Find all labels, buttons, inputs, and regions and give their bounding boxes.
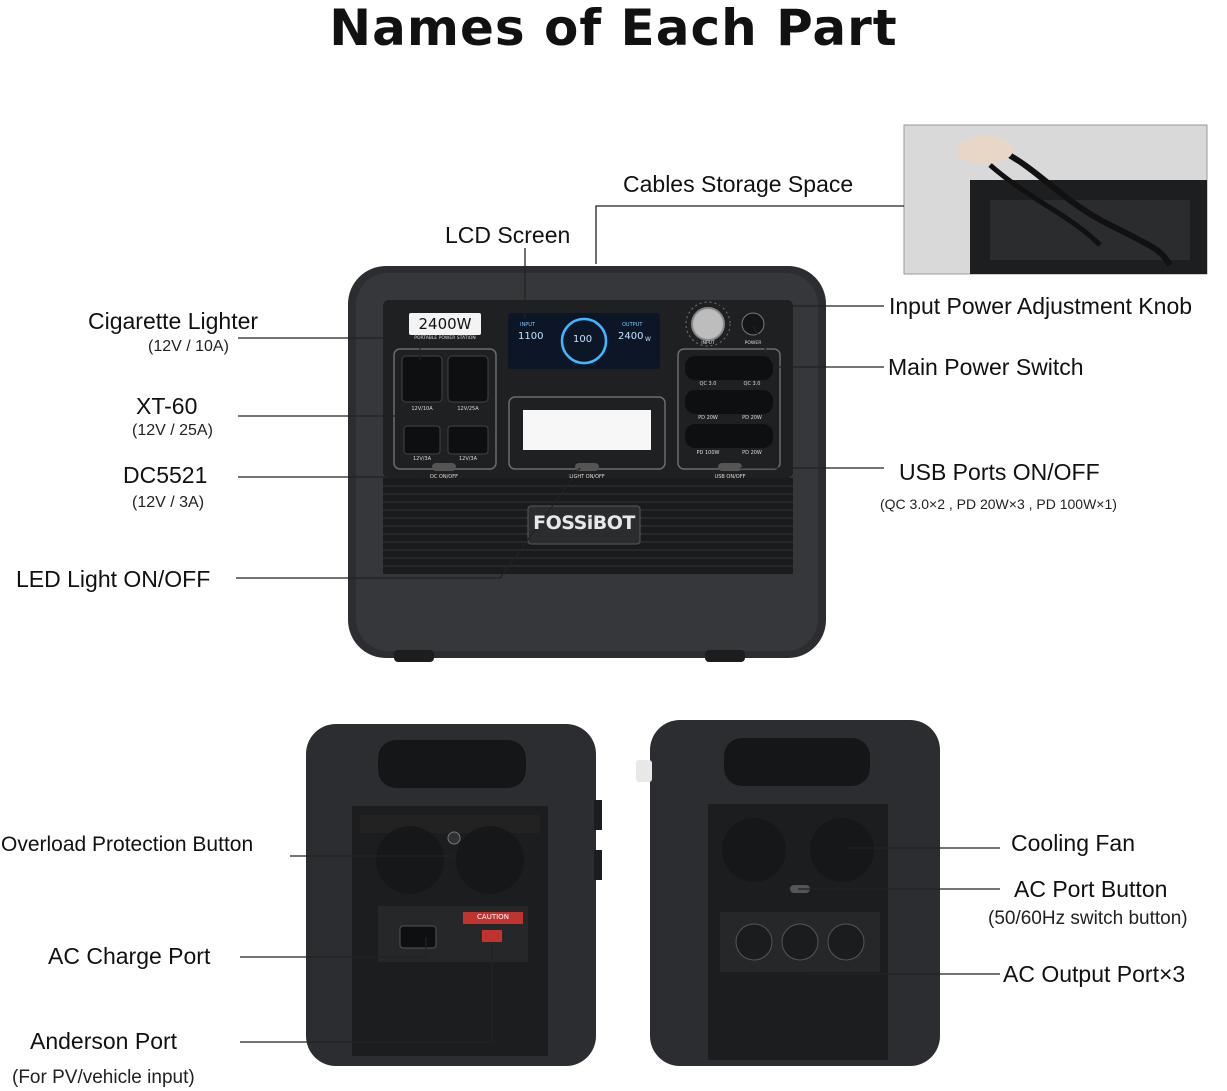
main-unit-front — [348, 266, 826, 662]
spec-cigarette-lighter: (12V / 10A) — [148, 338, 229, 355]
pd20-label-3: PD 20W — [742, 450, 762, 456]
spec-anderson: (For PV/vehicle input) — [12, 1067, 195, 1088]
dc-onoff-label: DC ON/OFF — [430, 474, 458, 480]
port-label-12v10a: 12V/10A — [411, 406, 433, 412]
rear-unit-left — [306, 724, 602, 1066]
lcd-percent: 100 — [573, 334, 593, 345]
label-led-light: LED Light ON/OFF — [16, 566, 211, 592]
pd100-label: PD 100W — [696, 450, 720, 456]
light-onoff-label: LIGHT ON/OFF — [569, 474, 605, 480]
label-ac-port-button: AC Port Button — [1014, 876, 1168, 902]
lcd-input-value: 1100 — [518, 331, 544, 342]
pd20-label-1: PD 20W — [698, 415, 718, 421]
label-input-knob: Input Power Adjustment Knob — [889, 293, 1193, 319]
badge-subtitle: PORTABLE POWER STATION — [414, 336, 476, 341]
label-cooling-fan: Cooling Fan — [1011, 830, 1136, 856]
label-overload: Overload Protection Button — [1, 833, 254, 856]
label-anderson: Anderson Port — [30, 1028, 178, 1054]
qc30-label-1: QC 3.0 — [699, 381, 717, 387]
cable-storage-photo — [903, 124, 1208, 275]
label-cigarette-lighter: Cigarette Lighter — [88, 308, 259, 334]
label-cables-storage: Cables Storage Space — [623, 171, 854, 197]
power-label: POWER — [744, 341, 762, 346]
label-lcd-screen: LCD Screen — [445, 222, 571, 248]
label-ac-charge: AC Charge Port — [48, 943, 211, 969]
label-ac-output: AC Output Port×3 — [1003, 961, 1186, 987]
lcd-input-label: INPUT — [520, 322, 535, 328]
spec-xt60: (12V / 25A) — [132, 422, 213, 439]
lcd-output-value: 2400 — [618, 331, 644, 342]
rear-unit-right — [636, 720, 940, 1066]
spec-ac-port-button: (50/60Hz switch button) — [988, 908, 1188, 929]
lcd-output-label: OUTPUT — [622, 322, 643, 328]
usb-onoff-label: USB ON/OFF — [714, 474, 746, 480]
spec-usb-ports: (QC 3.0×2 , PD 20W×3 , PD 100W×1) — [880, 496, 1117, 512]
spec-dc5521: (12V / 3A) — [132, 494, 205, 511]
brand-logo: FOSSiBOT — [533, 512, 635, 534]
leader-lines — [236, 205, 1000, 1043]
port-label-12v25a: 12V/25A — [457, 406, 479, 412]
label-main-power: Main Power Switch — [888, 354, 1084, 380]
caution-label: CAUTION — [477, 913, 509, 921]
lcd-unit: W — [645, 336, 651, 343]
qc30-label-2: QC 3.0 — [743, 381, 761, 387]
knob-input-label: INPUT — [701, 341, 715, 346]
page-title: Names of Each Part — [329, 0, 898, 57]
label-usb-ports: USB Ports ON/OFF — [899, 459, 1100, 485]
pd20-label-2: PD 20W — [742, 415, 762, 421]
port-label-12v3a-2: 12V/3A — [458, 456, 478, 462]
capacity-badge: 2400W — [418, 315, 472, 333]
label-xt60: XT-60 — [136, 393, 198, 419]
label-dc5521: DC5521 — [123, 462, 208, 488]
port-label-12v3a-1: 12V/3A — [412, 456, 432, 462]
